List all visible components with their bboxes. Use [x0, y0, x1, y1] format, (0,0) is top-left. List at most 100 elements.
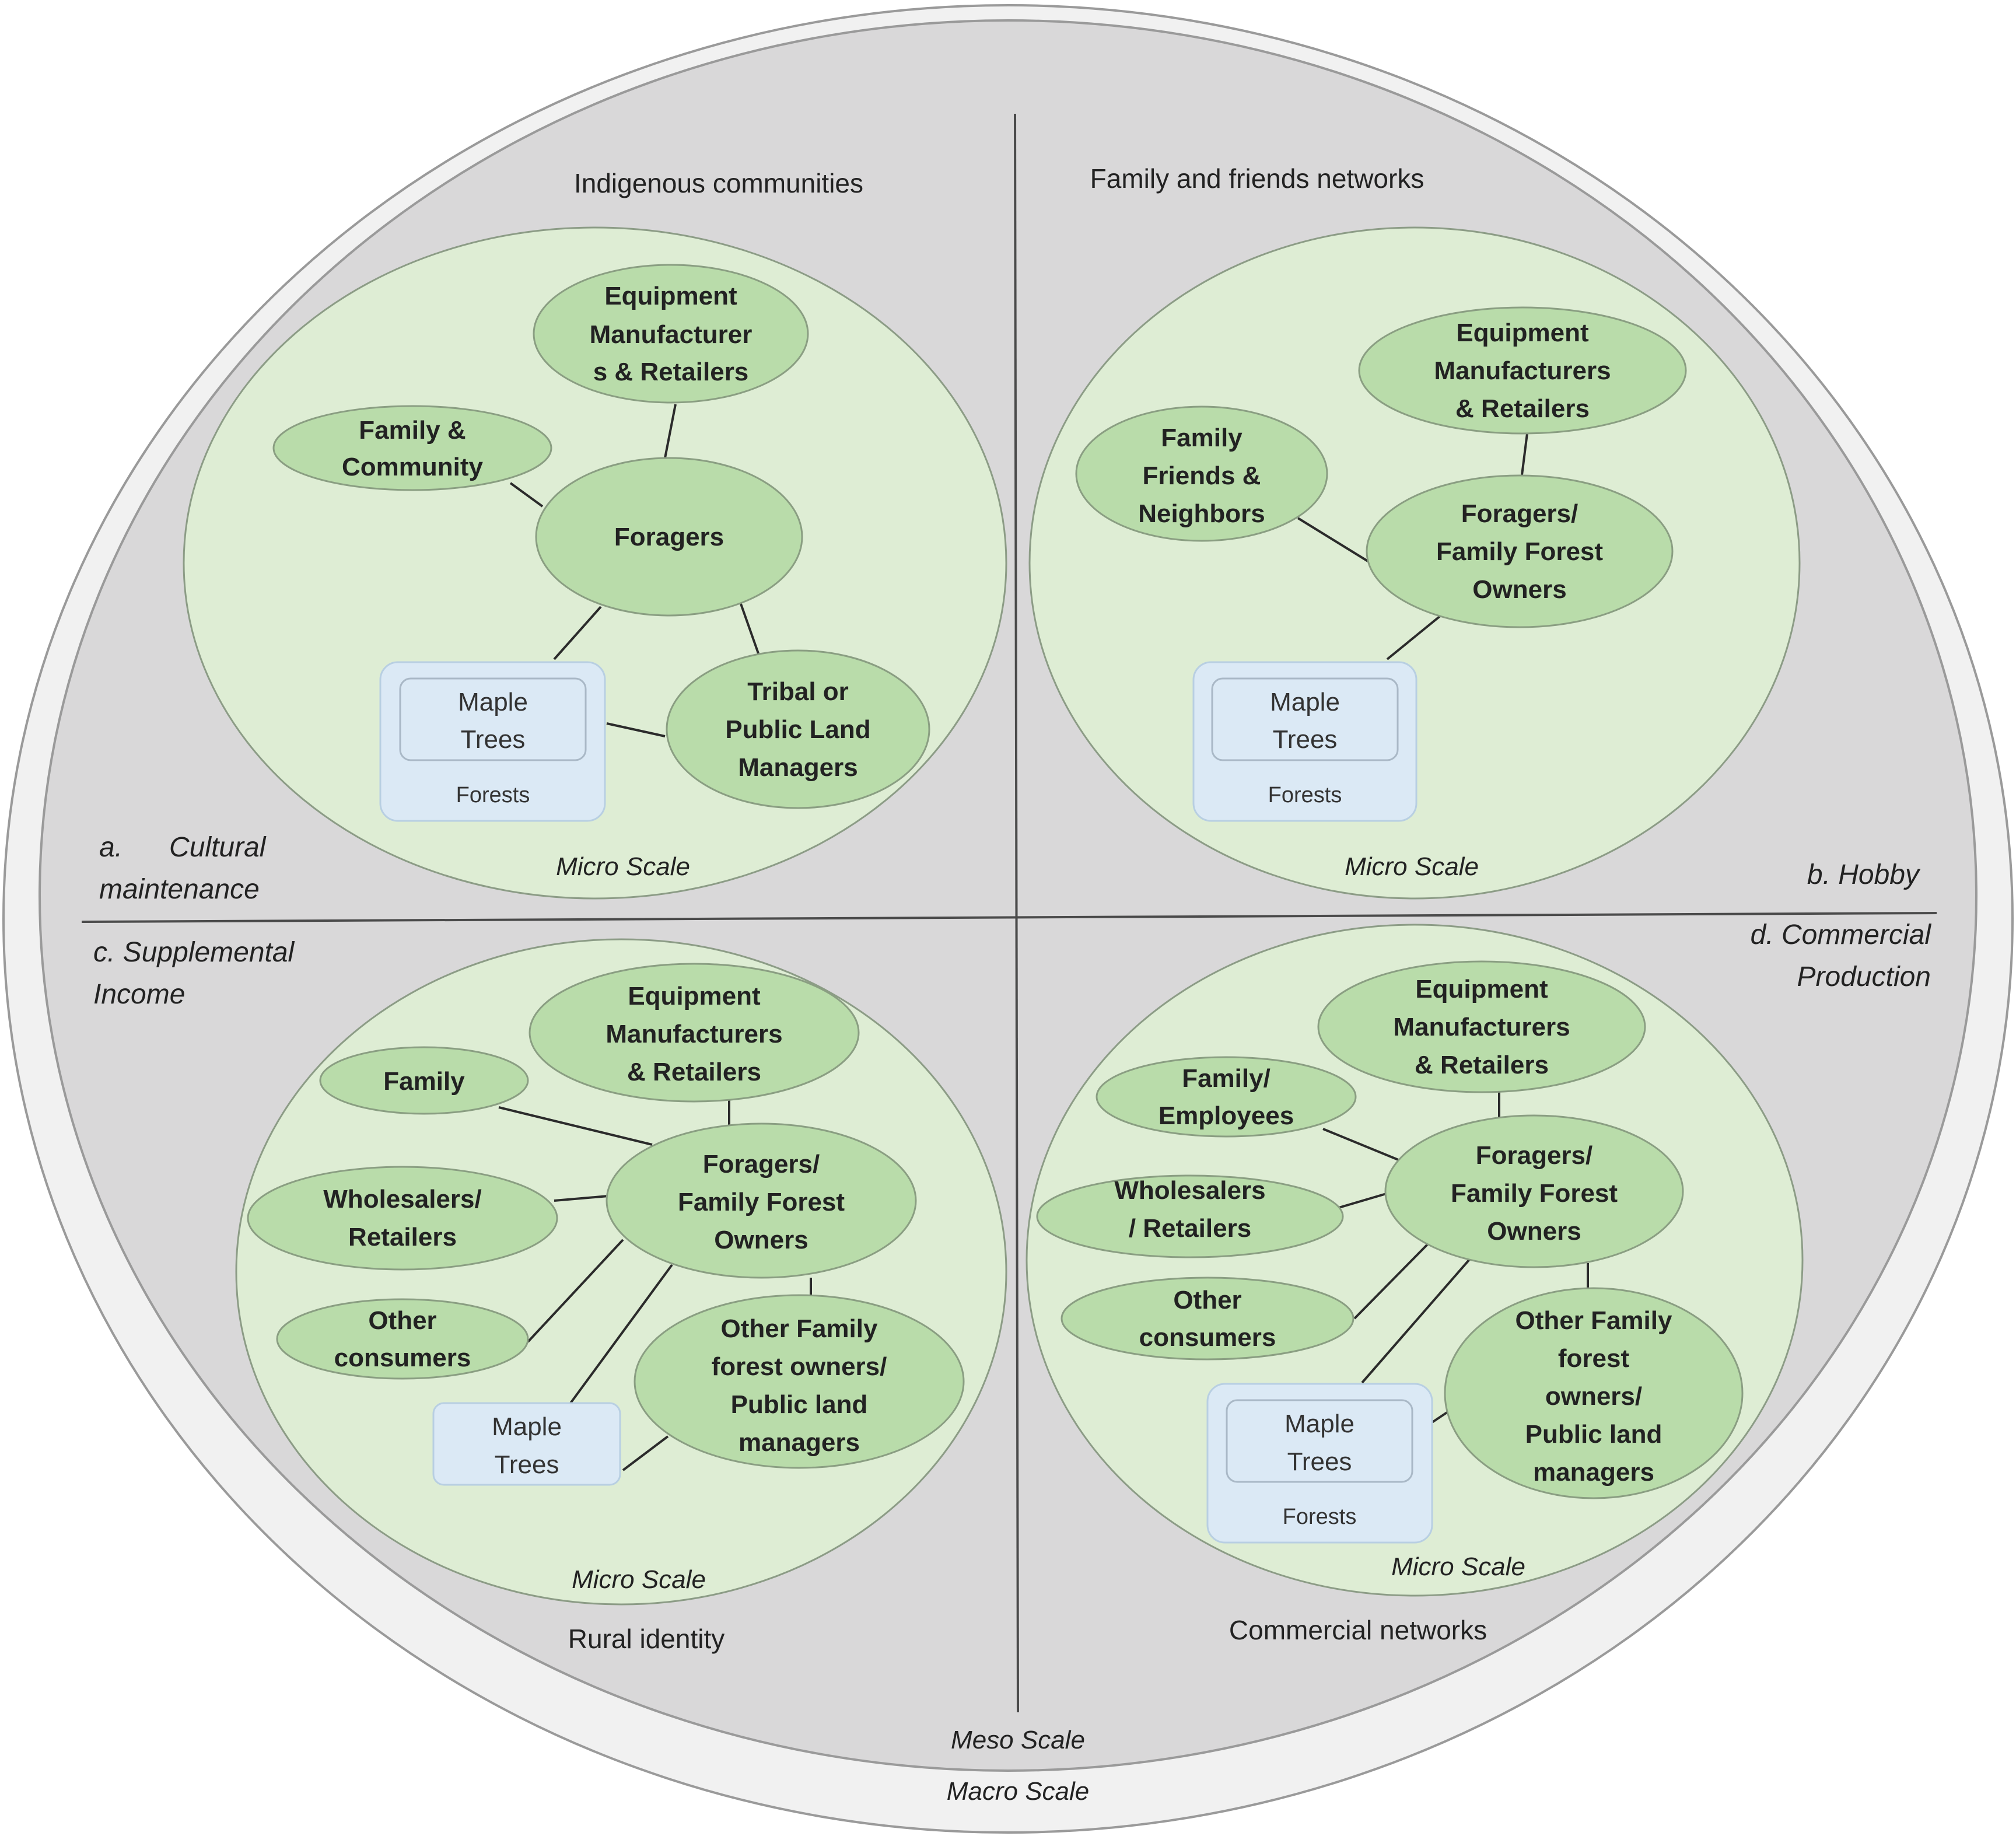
- micro-scale-label-b: Micro Scale: [1345, 852, 1479, 881]
- node-equipment-d: [1317, 960, 1646, 1093]
- node-family-b: [1075, 405, 1328, 542]
- maple-label-a-2: Trees: [461, 725, 526, 754]
- quadrant-b: Family and friends networks Micro Scale …: [1028, 163, 1921, 900]
- quadrant-c: c. Supplemental Income Micro Scale Rural…: [93, 937, 1007, 1654]
- maple-label-a-1: Maple: [458, 688, 528, 716]
- node-equipment-a-line1: Equipment: [604, 282, 737, 310]
- maple-label-b-1: Maple: [1270, 688, 1340, 716]
- node-owners-c-line3: Public land: [731, 1390, 868, 1419]
- node-owners-d: [1444, 1287, 1744, 1499]
- node-owners-d-line1: Other Family: [1516, 1306, 1672, 1335]
- forests-label-d: Forests: [1283, 1505, 1357, 1529]
- maple-label-c-1: Maple: [492, 1412, 562, 1441]
- node-foragers-c: [606, 1122, 917, 1279]
- node-foragers-c-line2: Family Forest: [678, 1188, 845, 1216]
- node-family-b-line2: Friends &: [1143, 461, 1261, 490]
- node-family-d-line1: Family/: [1182, 1064, 1270, 1093]
- micro-scale-label-d: Micro Scale: [1391, 1552, 1525, 1581]
- node-equipment-c-line3: & Retailers: [627, 1058, 761, 1086]
- node-equipment-b-line2: Manufacturers: [1434, 356, 1611, 385]
- quadrant-c-title-line2: Income: [93, 979, 185, 1010]
- node-owners-c-line2: forest owners/: [712, 1352, 887, 1381]
- node-equipment-c-line2: Manufacturers: [606, 1020, 782, 1048]
- node-other-d: [1060, 1277, 1354, 1361]
- maple-trees-box-d: [1226, 1399, 1413, 1483]
- node-equipment-a-line2: Manufacturer: [590, 320, 752, 349]
- node-owners-d-line5: managers: [1533, 1458, 1654, 1487]
- node-family-d: [1096, 1056, 1357, 1138]
- maple-label-d-2: Trees: [1287, 1447, 1352, 1476]
- node-equipment-b-line1: Equipment: [1456, 319, 1589, 347]
- node-other-c-line1: Other: [368, 1306, 436, 1335]
- maple-label-b-2: Trees: [1273, 725, 1338, 754]
- node-family-c-line1: Family: [383, 1067, 465, 1096]
- node-other-c: [276, 1298, 529, 1380]
- quadrant-d: d. Commercial Production Micro Scale Com…: [1026, 919, 1932, 1645]
- node-wholesalers-c-line2: Retailers: [348, 1223, 457, 1251]
- node-equipment-d-line3: & Retailers: [1415, 1051, 1549, 1079]
- quadrant-a-title-line1: a. Cultural: [99, 832, 267, 863]
- node-foragers-d-line1: Foragers/: [1476, 1141, 1593, 1170]
- node-owners-d-line4: Public land: [1525, 1420, 1662, 1449]
- quadrant-d-title-line1: d. Commercial: [1751, 919, 1932, 950]
- micro-scale-label-c: Micro Scale: [572, 1565, 706, 1594]
- node-family-a-line1: Family &: [359, 416, 466, 445]
- node-foragers-a-line1: Foragers: [614, 523, 724, 551]
- forests-label-b: Forests: [1268, 783, 1342, 807]
- node-equipment-a: [533, 264, 809, 404]
- node-foragers-d: [1384, 1114, 1684, 1268]
- node-foragers-d-line3: Owners: [1487, 1217, 1581, 1246]
- node-managers-a-line1: Tribal or: [747, 677, 849, 706]
- maple-label-c-2: Trees: [495, 1450, 559, 1479]
- network-label-c: Rural identity: [568, 1624, 724, 1654]
- vertical-divider: [1014, 113, 1019, 1713]
- meso-scale-label: Meso Scale: [951, 1726, 1085, 1754]
- node-other-d-line1: Other: [1173, 1286, 1241, 1314]
- node-equipment-a-line3: s & Retailers: [593, 358, 749, 386]
- node-wholesalers-c: [247, 1166, 558, 1271]
- node-foragers-d-line2: Family Forest: [1451, 1179, 1618, 1208]
- node-wholesalers-d-line1: Wholesalers: [1114, 1176, 1265, 1205]
- node-family-a-line2: Community: [342, 453, 484, 481]
- node-managers-a-line2: Public Land: [725, 715, 870, 744]
- node-equipment-c: [528, 963, 860, 1103]
- node-wholesalers-d: [1036, 1174, 1344, 1258]
- maple-trees-box-a: [399, 677, 587, 761]
- node-foragers-c-line3: Owners: [714, 1226, 808, 1254]
- node-family-b-line3: Neighbors: [1138, 499, 1265, 528]
- network-label-d: Commercial networks: [1229, 1615, 1487, 1645]
- quadrant-d-title-line2: Production: [1797, 961, 1931, 992]
- node-family-c: [319, 1046, 529, 1115]
- node-other-d-line2: consumers: [1139, 1323, 1276, 1352]
- node-owners-c-line4: managers: [738, 1428, 860, 1457]
- node-managers-a: [666, 649, 930, 809]
- node-foragers-a: [535, 457, 803, 617]
- node-managers-a-line3: Managers: [738, 753, 858, 782]
- node-family-a: [272, 405, 552, 491]
- node-foragers-b-line3: Owners: [1472, 575, 1566, 604]
- quadrant-b-title: b. Hobby: [1807, 859, 1921, 890]
- node-other-c-line2: consumers: [334, 1344, 471, 1372]
- meso-scale-ring: [38, 19, 1978, 1772]
- node-equipment-c-line1: Equipment: [628, 982, 761, 1010]
- node-equipment-b: [1358, 306, 1687, 435]
- quadrant-c-title-line1: c. Supplemental: [93, 937, 295, 968]
- node-owners-c-line1: Other Family: [721, 1314, 878, 1343]
- node-foragers-b-line2: Family Forest: [1436, 537, 1603, 566]
- maple-trees-box-b: [1211, 677, 1399, 761]
- quadrant-a-title-line2: maintenance: [99, 874, 260, 905]
- network-label-b: Family and friends networks: [1090, 163, 1424, 194]
- node-foragers-c-line1: Foragers/: [703, 1150, 820, 1178]
- node-wholesalers-d-line2: / Retailers: [1129, 1214, 1251, 1243]
- node-equipment-b-line3: & Retailers: [1455, 394, 1590, 423]
- node-family-d-line2: Employees: [1158, 1101, 1294, 1130]
- macro-scale-label: Macro Scale: [947, 1777, 1090, 1806]
- node-owners-d-line3: owners/: [1545, 1382, 1642, 1411]
- node-equipment-d-line1: Equipment: [1415, 975, 1548, 1003]
- maple-label-d-1: Maple: [1284, 1410, 1354, 1438]
- forests-label-a: Forests: [456, 783, 530, 807]
- node-family-b-line1: Family: [1161, 424, 1242, 452]
- node-owners-d-line2: forest: [1558, 1344, 1630, 1373]
- node-foragers-b-line1: Foragers/: [1461, 499, 1578, 528]
